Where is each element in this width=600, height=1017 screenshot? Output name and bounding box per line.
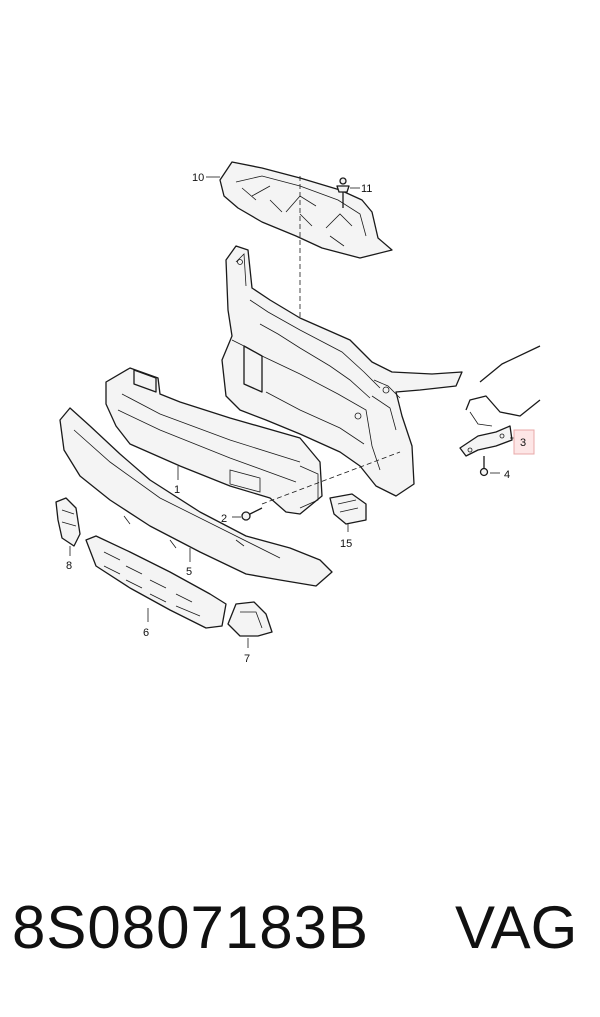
- footer: 8S0807183B VAG: [0, 893, 600, 983]
- callout-15: 15: [340, 538, 352, 550]
- callout-6: 6: [143, 627, 149, 639]
- part-2-screw: [241, 507, 263, 521]
- part-number: 8S0807183B: [12, 894, 369, 961]
- part-7-cap: [227, 601, 273, 637]
- brand-name: VAG: [455, 894, 578, 961]
- fender: [465, 345, 541, 427]
- part-15-bracket: [329, 493, 367, 525]
- callout-2: 2: [221, 513, 227, 525]
- callout-11: 11: [361, 183, 372, 195]
- lock-carrier: [221, 245, 463, 497]
- callout-7: 7: [244, 653, 250, 665]
- callout-8: 8: [66, 560, 72, 572]
- part-1-beam: [105, 367, 323, 515]
- part-8-bracket: [55, 497, 81, 547]
- part-5-absorber: [59, 407, 333, 587]
- assembly-line-2: [261, 451, 401, 505]
- part-11-clip: [336, 177, 350, 208]
- part-3-bracket: [459, 425, 513, 457]
- callout-3: 3: [520, 437, 526, 449]
- callout-10: 10: [192, 172, 204, 184]
- part-4-screw: [479, 456, 489, 477]
- callout-4: 4: [504, 469, 510, 481]
- part-6-grille: [85, 535, 227, 629]
- highlight-box-3: [513, 429, 535, 455]
- callout-1: 1: [174, 484, 180, 496]
- part-10-cover: [219, 161, 393, 259]
- callout-5: 5: [186, 566, 192, 578]
